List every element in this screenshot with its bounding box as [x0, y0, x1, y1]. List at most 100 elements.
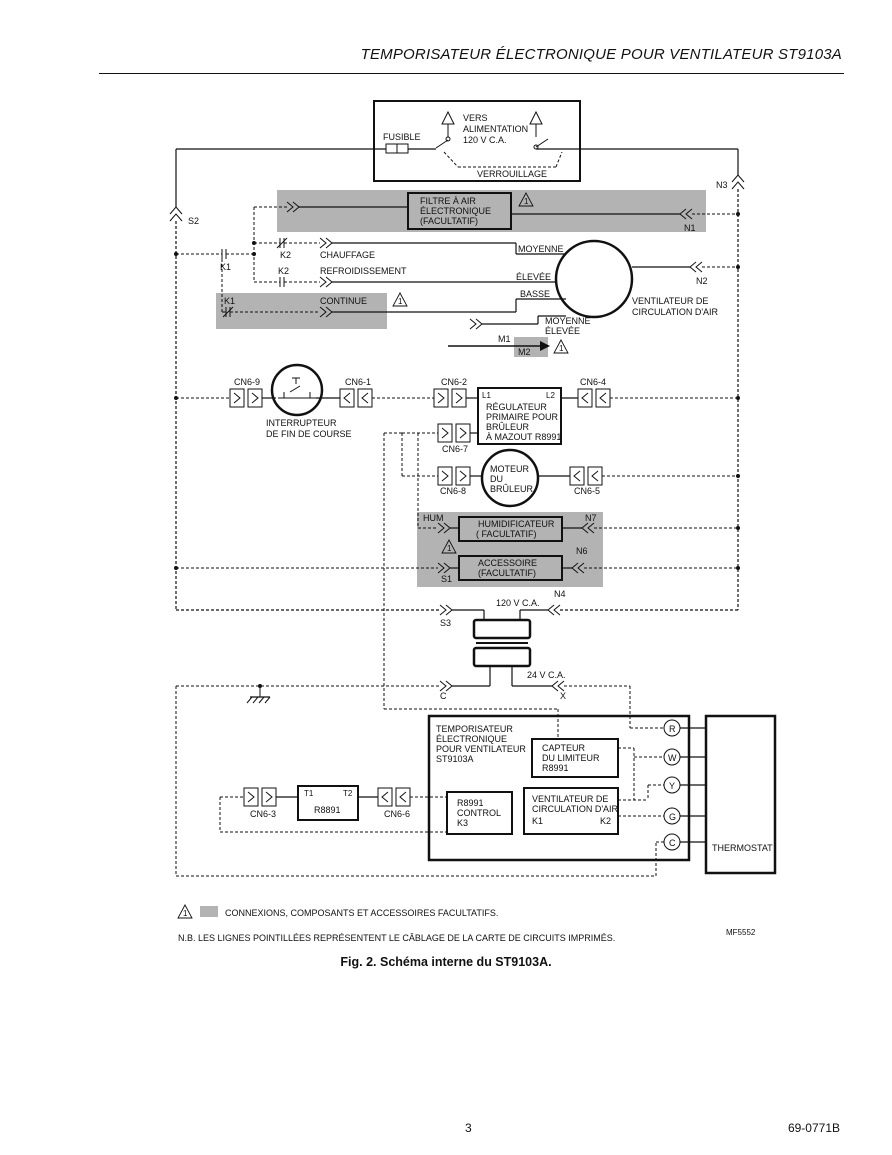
primary-control-box [477, 387, 562, 445]
legend-note-text: N.B. LES LIGNES POINTILLÉES REPRÉSENTENT… [178, 933, 615, 943]
page-number: 3 [465, 1121, 472, 1135]
supply-label-3: 120 V C.A. [463, 135, 507, 145]
warning-mark: 1 [398, 297, 403, 306]
accessory-label-2: (FACULTATIF) [478, 568, 536, 578]
terminal-l1: L1 [482, 391, 491, 400]
timer-label-4: ST9103A [436, 754, 474, 764]
primary-control-label-3: BRÛLEUR [486, 422, 530, 432]
terminal-k1-a: K1 [220, 262, 231, 272]
primary-control-label-1: RÉGULATEUR [486, 402, 547, 412]
thermostat-terminal-g: G [669, 812, 676, 822]
figure-caption: Fig. 2. Schéma interne du ST9103A. [340, 955, 552, 969]
primary-control-label-4: À MAZOUT R8991 [486, 432, 561, 442]
legend-shade-swatch [200, 906, 218, 917]
power-box [373, 100, 581, 182]
terminal-c: C [440, 691, 447, 701]
terminal-n2: N2 [696, 276, 708, 286]
warning-mark: 1 [559, 344, 564, 353]
terminal-k2-a: K2 [280, 250, 291, 260]
humidifier-label-1: HUMIDIFICATEUR [478, 519, 555, 529]
connector-cn6-1: CN6-1 [345, 377, 371, 387]
terminal-s3: S3 [440, 618, 451, 628]
speed-medium-high-1: MOYENNE [545, 316, 591, 326]
connector-cn6-7: CN6-7 [442, 444, 468, 454]
warning-mark: 1 [447, 544, 452, 553]
terminal-n6: N6 [576, 546, 588, 556]
timer-label-3: POUR VENTILATEUR [436, 744, 526, 754]
connector-cn6-4: CN6-4 [580, 377, 606, 387]
air-filter-label-3: (FACULTATIF) [420, 216, 478, 226]
fan-timer-box [427, 714, 691, 862]
connector-cn6-9: CN6-9 [234, 377, 260, 387]
speed-low: BASSE [520, 289, 550, 299]
control-label-2: CONTROL [457, 808, 501, 818]
limit-switch-label-2: DE FIN DE COURSE [266, 429, 352, 439]
fan-relay-k2: K2 [600, 816, 611, 826]
limit-sensor-label-1: CAPTEUR [542, 743, 586, 753]
header-rule [99, 73, 844, 74]
warning-mark: 1 [183, 909, 188, 918]
r8991-control-box [446, 791, 513, 835]
fan-relay-label-1: VENTILATEUR DE [532, 794, 608, 804]
m2-optional-shade [514, 337, 548, 357]
limit-sensor-box [531, 738, 619, 778]
terminal-n7: N7 [585, 513, 597, 523]
supply-label-1: VERS [463, 113, 488, 123]
transformer-secondary-coil [472, 646, 532, 668]
connector-cn6-3: CN6-3 [250, 809, 276, 819]
fan-relay-k1: K1 [532, 816, 543, 826]
air-filter-box [407, 192, 512, 230]
terminal-n3: N3 [716, 180, 728, 190]
terminal-n4: N4 [554, 589, 566, 599]
limit-switch-icon [270, 363, 324, 417]
timer-label-2: ÉLECTRONIQUE [436, 734, 507, 744]
blower-label-1: VENTILATEUR DE [632, 296, 708, 306]
terminal-k2-b: K2 [278, 266, 289, 276]
warning-triangle-filter [518, 192, 534, 207]
thermostat-terminal-r: R [669, 724, 676, 734]
supply-arrow-left [441, 110, 455, 125]
connector-cn6-5: CN6-5 [574, 486, 600, 496]
connector-cn6-6: CN6-6 [384, 809, 410, 819]
terminal-s2: S2 [188, 216, 199, 226]
connector-cn6-2: CN6-2 [441, 377, 467, 387]
terminal-t1: T1 [304, 789, 314, 798]
supply-label-2: ALIMENTATION [463, 124, 528, 134]
accessory-label-1: ACCESSOIRE [478, 558, 537, 568]
humidifier-label-2: ( FACULTATIF) [476, 529, 537, 539]
legend-optional-text: CONNEXIONS, COMPOSANTS ET ACCESSOIRES FA… [225, 908, 498, 918]
burner-motor-label-3: BRÛLEUR [490, 484, 534, 494]
warning-mark: 1 [524, 197, 529, 206]
thermostat-box [704, 714, 777, 875]
humidifier-optional-shade [417, 512, 603, 587]
blower-motor-icon [554, 239, 634, 319]
transformer-primary: 120 V C.A. [496, 598, 540, 608]
filter-optional-shade [277, 190, 706, 232]
warning-triangle-humidifier [441, 539, 457, 554]
air-filter-label-2: ÉLECTRONIQUE [420, 206, 491, 216]
speed-medium: MOYENNE [518, 244, 564, 254]
r8891-box [297, 785, 359, 821]
burner-motor-label-1: MOTEUR [490, 464, 529, 474]
speed-medium-high-2: ÉLEVÉE [545, 326, 580, 336]
mode-continuous: CONTINUE [320, 296, 367, 306]
humidifier-box [458, 516, 563, 542]
timer-label-1: TEMPORISATEUR [436, 724, 513, 734]
terminal-k1-b: K1 [224, 296, 235, 306]
transformer-secondary: 24 V C.A. [527, 670, 566, 680]
terminal-m2: M2 [518, 347, 531, 357]
transformer-primary-coil [472, 618, 532, 640]
burner-motor-icon [480, 448, 540, 508]
thermostat-terminal-w: W [668, 753, 677, 763]
terminal-n1: N1 [684, 223, 696, 233]
continuous-optional-shade [216, 293, 387, 329]
figure-code: MF5552 [726, 928, 756, 937]
terminal-x: X [560, 691, 566, 701]
warning-triangle-m2 [553, 339, 569, 354]
connector-cn6-8: CN6-8 [440, 486, 466, 496]
control-label-3: K3 [457, 818, 468, 828]
warning-triangle-continuous [392, 292, 408, 307]
air-filter-label-1: FILTRE À AIR [420, 196, 476, 206]
limit-switch-label-1: INTERRUPTEUR [266, 418, 337, 428]
